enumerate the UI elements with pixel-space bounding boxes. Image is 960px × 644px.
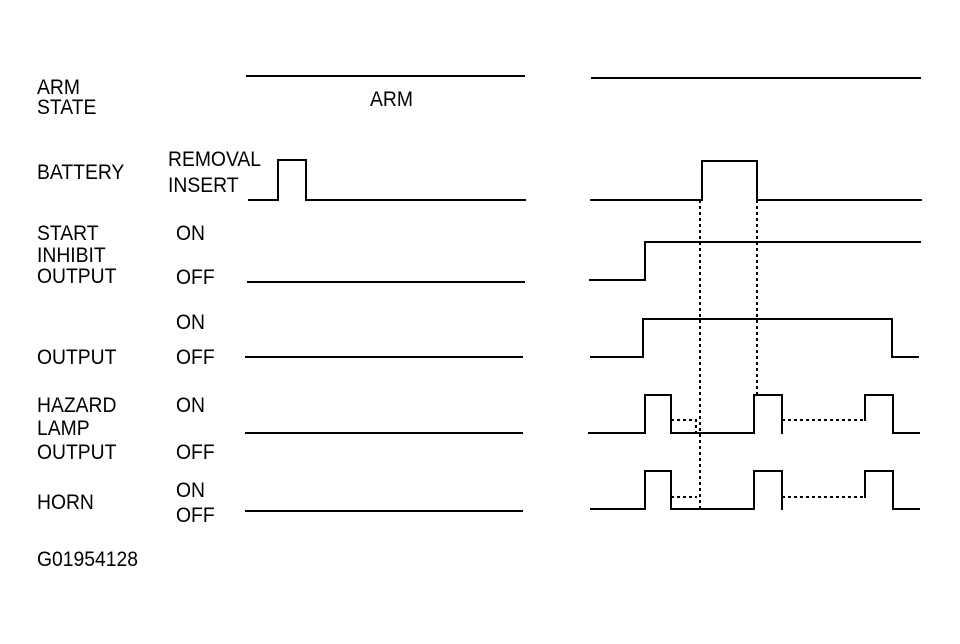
start-inhibit-waveform-right [589, 241, 921, 281]
battery-level-removal: REMOVAL [168, 148, 262, 171]
row-label-start-inhibit-line1: START [37, 222, 99, 245]
horn-waveform-right [590, 470, 783, 510]
hazard-lamp-waveform-right [588, 394, 783, 434]
output-level-on: ON [176, 311, 205, 334]
battery-level-insert: INSERT [168, 174, 239, 197]
row-label-horn: HORN [37, 491, 94, 514]
row-label-arm-state-line1: ARM [37, 76, 80, 99]
hazard-lamp-waveform-far-right [864, 394, 920, 434]
row-label-arm-state-line2: STATE [37, 96, 97, 119]
start-inhibit-level-on: ON [176, 222, 205, 245]
arm-state-value: ARM [370, 88, 413, 111]
figure-id: G01954128 [37, 548, 138, 571]
hazard-lamp-level-on: ON [176, 394, 205, 417]
row-label-start-inhibit-line2: INHIBIT [37, 244, 106, 267]
hazard-lamp-dotted-1 [671, 419, 697, 433]
output-waveform-right [590, 318, 919, 358]
battery-waveform-left [248, 159, 526, 201]
row-label-hazard-lamp-line1: HAZARD [37, 394, 117, 417]
start-inhibit-level-off: OFF [176, 266, 215, 289]
output-level-off: OFF [176, 346, 215, 369]
row-label-output: OUTPUT [37, 346, 117, 369]
hazard-lamp-level-off: OFF [176, 441, 215, 464]
horn-level-on: ON [176, 479, 205, 502]
row-label-battery: BATTERY [37, 161, 125, 184]
battery-waveform-right [590, 160, 922, 201]
horn-level-off: OFF [176, 504, 215, 527]
horn-waveform-far-right [864, 470, 920, 510]
row-label-hazard-lamp-line2: LAMP [37, 417, 90, 440]
row-label-hazard-lamp-line3: OUTPUT [37, 441, 117, 464]
row-label-start-inhibit-line3: OUTPUT [37, 265, 117, 288]
